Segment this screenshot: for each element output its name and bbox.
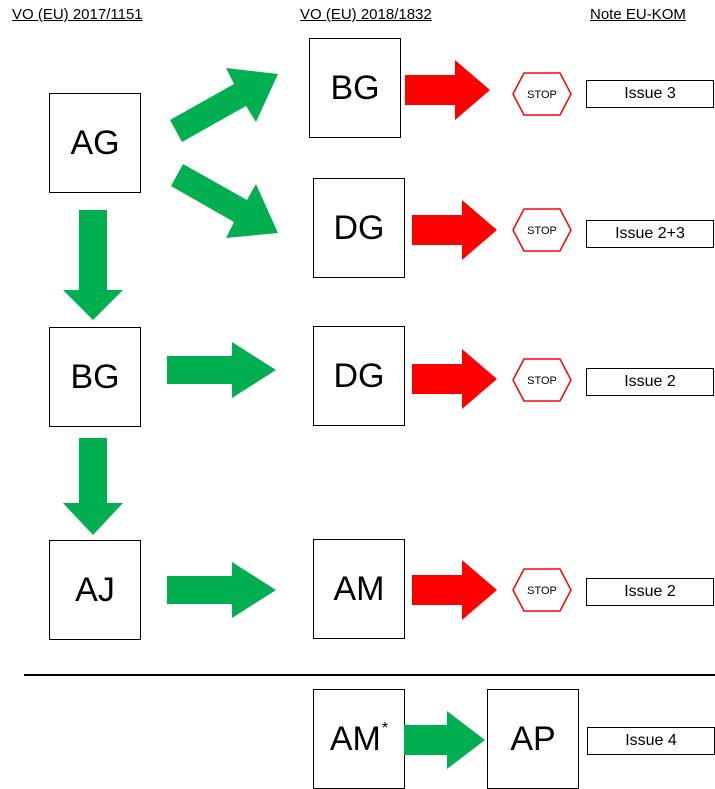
issue-box-row1: Issue 3 [586,80,714,108]
stop-sign-icon-row4: STOP [512,568,572,612]
box-am-star-label: AM [329,719,381,758]
header-col3: Note EU-KOM [590,6,686,23]
box-dg-2: DG [313,326,405,426]
red-arrow-row1-shape [405,60,490,120]
arrow-aj-to-am-shape [167,562,276,618]
stop-label-row3: STOP [527,375,557,387]
box-bg-middle: BG [309,38,401,138]
box-ag: AG [49,93,141,193]
header-col1: VO (EU) 2017/1151 [12,6,143,23]
box-ap: AP [487,689,579,789]
box-dg-1: DG [313,178,405,278]
red-arrow-row2-shape [412,200,497,260]
section-divider [24,674,715,676]
stop-label-row4: STOP [527,585,557,597]
issue-box-row4: Issue 2 [586,578,714,606]
arrow-am-to-ap-shape [404,711,485,769]
box-aj: AJ [49,540,141,640]
asterisk-mark: * [381,720,389,737]
stop-sign-icon-row2: STOP [512,208,572,252]
issue-box-row5: Issue 4 [587,727,715,755]
box-bg-left: BG [49,327,141,427]
arrow-bg-to-dg-shape [167,342,276,398]
stop-label-row2: STOP [527,225,557,237]
stop-sign-icon-row3: STOP [512,358,572,402]
header-col2: VO (EU) 2018/1832 [300,6,432,23]
arrow-ag-to-bg-shape [170,68,278,142]
arrow-bg-down-shape [63,438,123,535]
arrow-ag-to-dg-shape [171,164,278,238]
box-am: AM [313,539,405,639]
issue-box-row2: Issue 2+3 [586,220,714,248]
red-arrow-row3-shape [412,349,497,409]
stop-label-row1: STOP [527,89,557,101]
arrow-ag-down-shape [63,210,123,320]
stop-sign-icon-row1: STOP [512,72,572,116]
issue-box-row3: Issue 2 [586,368,714,396]
red-arrow-row4-shape [412,560,497,620]
